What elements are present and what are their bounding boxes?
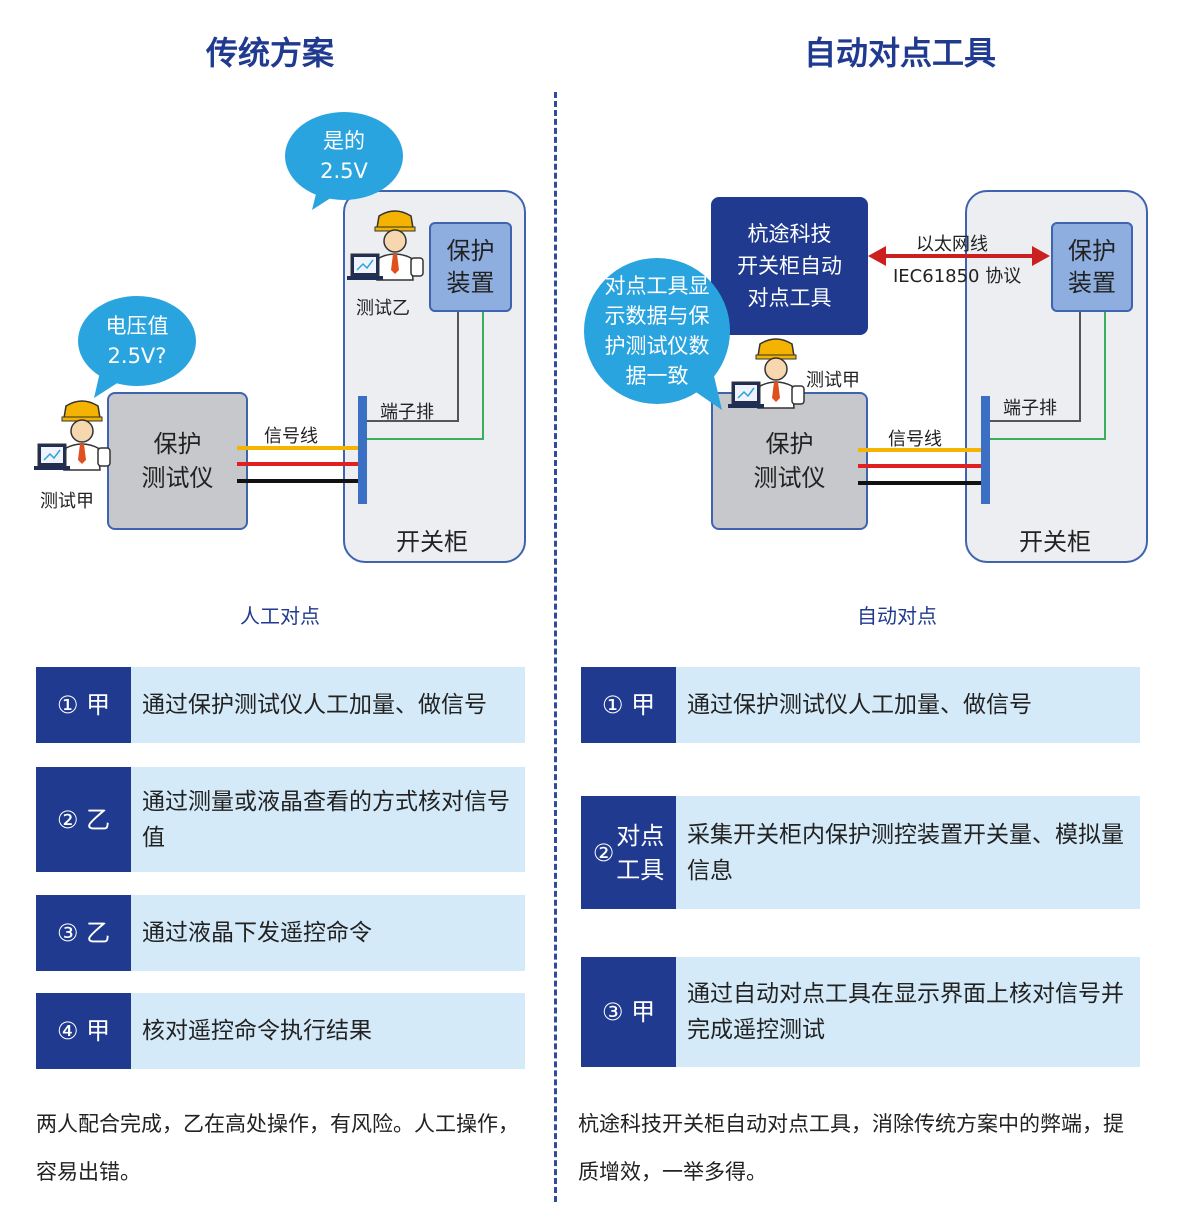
step-number: ② 对点 工具 bbox=[581, 796, 676, 909]
step-text: 通过自动对点工具在显示界面上核对信号并完成遥控测试 bbox=[687, 981, 1124, 1043]
laptop-icon bbox=[347, 253, 383, 280]
left-step-3: ③ 乙 通过液晶下发遥控命令 bbox=[36, 895, 525, 971]
right-protection-device: 保护 装置 bbox=[1051, 222, 1133, 312]
left-step-2: ② 乙 通过测量或液晶查看的方式核对信号值 bbox=[36, 767, 525, 872]
step-text: 通过液晶下发遥控命令 bbox=[142, 920, 372, 946]
ethernet-label: 以太网线 bbox=[916, 234, 988, 255]
step-text: 通过保护测试仪人工加量、做信号 bbox=[687, 692, 1032, 718]
step-number-circle: ② bbox=[592, 838, 615, 867]
left-protection-tester: 保护 测试仪 bbox=[107, 392, 248, 530]
right-step-2: ② 对点 工具 采集开关柜内保护测控装置开关量、模拟量信息 bbox=[581, 796, 1140, 909]
right-bubble-consistent: 对点工具显 示数据与保 护测试仪数 据一致 bbox=[584, 258, 730, 404]
step-number: ① 甲 bbox=[36, 667, 131, 743]
left-step-1: ① 甲 通过保护测试仪人工加量、做信号 bbox=[36, 667, 525, 743]
left-tester-a-label: 测试甲 bbox=[40, 491, 94, 512]
laptop-icon bbox=[728, 381, 764, 408]
step-number: ④ 甲 bbox=[36, 993, 131, 1069]
laptop-icon bbox=[34, 443, 70, 470]
left-bubble-voltage-tail bbox=[94, 372, 122, 398]
step-number: ③ 甲 bbox=[581, 957, 676, 1067]
right-bubble-tail bbox=[690, 376, 722, 410]
left-title: 传统方案 bbox=[205, 34, 334, 72]
step-text: 通过测量或液晶查看的方式核对信号值 bbox=[142, 788, 510, 851]
right-summary: 杭途科技开关柜自动对点工具，消除传统方案中的弊端，提质增效，一举多得。 bbox=[578, 1112, 1124, 1184]
right-signal-label: 信号线 bbox=[888, 429, 942, 450]
step-number-label: 对点 工具 bbox=[616, 821, 665, 884]
right-step-1: ① 甲 通过保护测试仪人工加量、做信号 bbox=[581, 667, 1140, 743]
left-bubble-voltage: 电压值 2.5V? bbox=[78, 296, 196, 386]
left-summary: 两人配合完成，乙在高处操作，有风险。人工操作，容易出错。 bbox=[36, 1112, 519, 1184]
double-arrow-icon bbox=[868, 246, 1050, 266]
step-text: 采集开关柜内保护测控装置开关量、模拟量信息 bbox=[687, 821, 1124, 884]
left-signal-label: 信号线 bbox=[264, 426, 318, 447]
step-text: 通过保护测试仪人工加量、做信号 bbox=[142, 692, 487, 718]
right-cabinet-label: 开关柜 bbox=[1019, 528, 1091, 556]
step-number: ① 甲 bbox=[581, 667, 676, 743]
right-step-3: ③ 甲 通过自动对点工具在显示界面上核对信号并完成遥控测试 bbox=[581, 957, 1140, 1067]
protocol-label: IEC61850 协议 bbox=[893, 266, 1022, 287]
left-tester-b-label: 测试乙 bbox=[356, 298, 410, 319]
center-divider bbox=[554, 92, 557, 1202]
auto-point-tool-box: 杭途科技 开关柜自动 对点工具 bbox=[711, 197, 868, 335]
left-bubble-top: 是的 2.5V bbox=[285, 112, 403, 200]
step-text: 核对遥控命令执行结果 bbox=[142, 1018, 372, 1044]
left-bubble-top-tail bbox=[312, 186, 340, 210]
left-wire-green bbox=[367, 312, 484, 440]
right-title: 自动对点工具 bbox=[803, 34, 996, 72]
left-wire-gray bbox=[367, 312, 459, 422]
left-cabinet-label: 开关柜 bbox=[396, 528, 468, 556]
engineer-icon bbox=[34, 400, 111, 471]
left-terminal-label: 端子排 bbox=[380, 402, 434, 423]
engineer-icon bbox=[728, 338, 805, 409]
step-number: ② 乙 bbox=[36, 767, 131, 872]
right-caption: 自动对点 bbox=[857, 604, 937, 628]
left-terminal-strip bbox=[358, 396, 367, 504]
right-protection-tester: 保护 测试仪 bbox=[711, 392, 868, 530]
right-wire-green bbox=[990, 312, 1106, 440]
left-caption: 人工对点 bbox=[240, 604, 320, 628]
left-step-4: ④ 甲 核对遥控命令执行结果 bbox=[36, 993, 525, 1069]
engineer-icon bbox=[347, 210, 424, 281]
step-number: ③ 乙 bbox=[36, 895, 131, 971]
left-protection-device: 保护 装置 bbox=[429, 222, 512, 312]
right-wire-gray bbox=[990, 312, 1081, 422]
right-terminal-label: 端子排 bbox=[1003, 398, 1057, 419]
right-terminal-strip bbox=[981, 396, 990, 504]
right-tester-a-label: 测试甲 bbox=[806, 370, 860, 391]
